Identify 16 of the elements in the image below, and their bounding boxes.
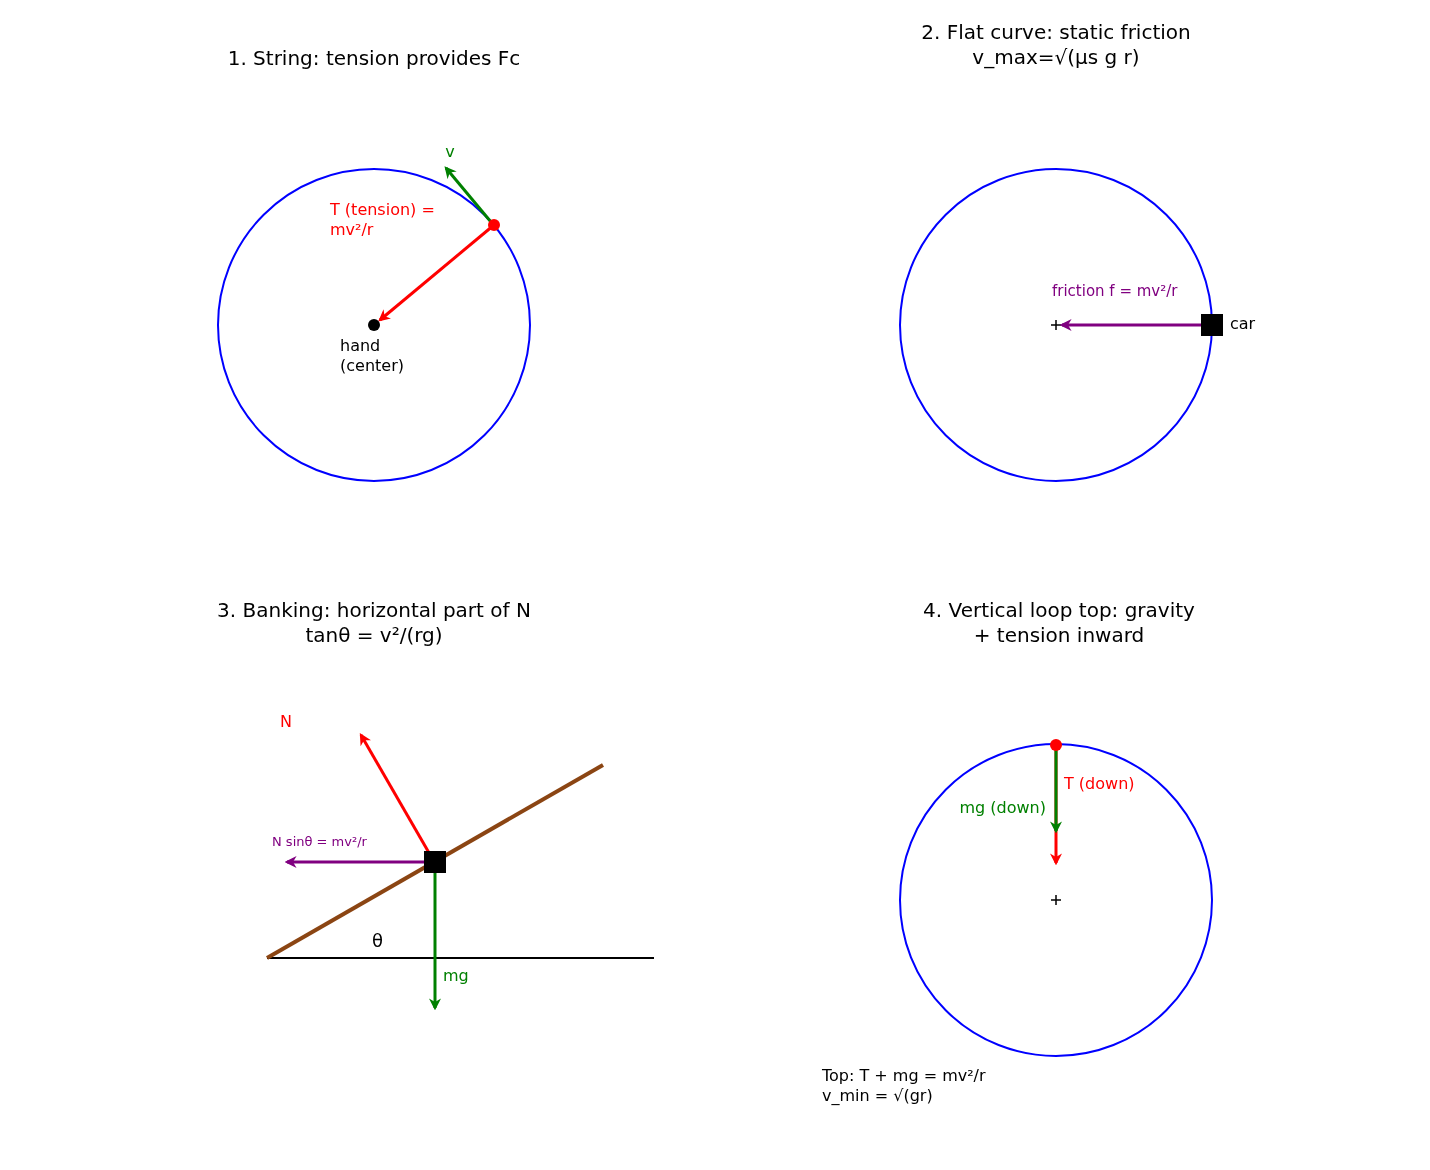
angle-label: θ [372,930,384,953]
point-label: car [1230,314,1257,334]
force-label: T (tension) = mv²/r [330,200,436,240]
point-label: hand (center) [340,336,405,376]
panel-title: 1. String: tension provides Fc [226,46,522,71]
force-label: v [444,142,456,162]
force-label: friction f = mv²/r [1052,282,1179,301]
force-label: mg [443,966,470,986]
equation-note: Top: T + mg = mv²/r v_min = √(gr) [822,1066,987,1106]
force-label: mg (down) [958,798,1046,818]
force-label: T (down) [1064,774,1136,794]
panel-title: 2. Flat curve: static friction v_max=√(μs g r) [920,20,1192,70]
force-label: N sinθ = mv²/r [272,834,368,851]
force-label: N [280,712,293,732]
panel-title: 4. Vertical loop top: gravity + tension inward [922,598,1196,648]
panel-title: 3. Banking: horizontal part of N tanθ = v²/(rg) [216,598,532,648]
